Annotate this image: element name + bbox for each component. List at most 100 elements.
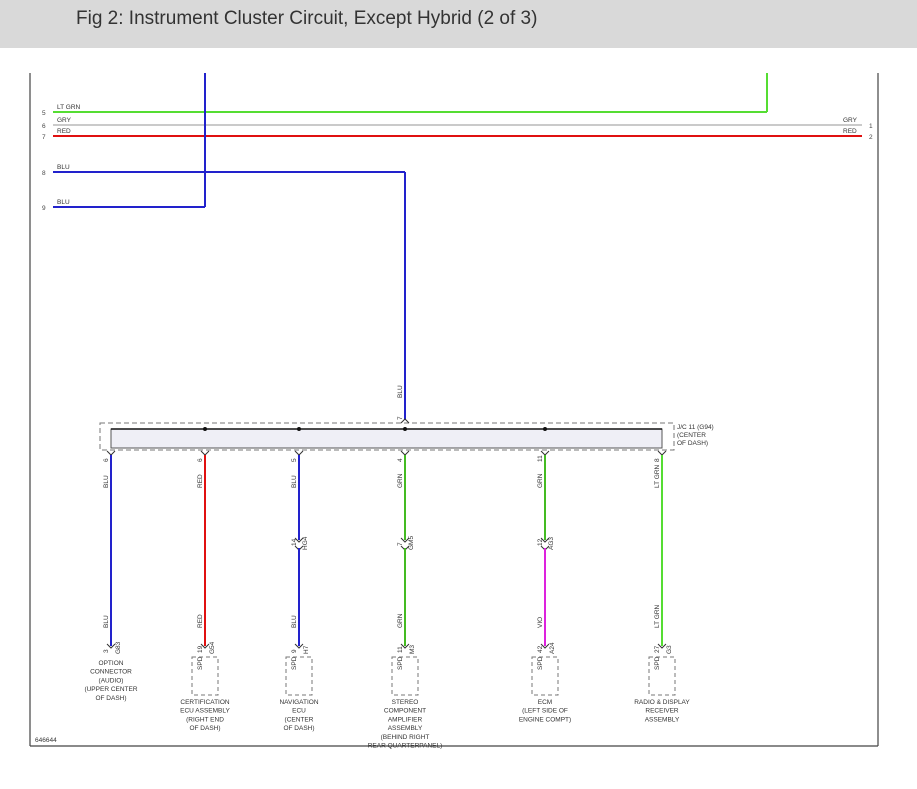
component-label-2-line-1: ECU xyxy=(292,708,306,715)
pin-label-8: 8 xyxy=(42,170,46,177)
junction-terminal-2 xyxy=(294,450,304,456)
component-label-0-line-4: OF DASH) xyxy=(95,695,126,702)
component-label-3-line-1: COMPONENT xyxy=(384,708,426,715)
branch-wire-color-bottom-3: GRN xyxy=(397,613,404,628)
junction-name-line-1: J/C 11 (G94) xyxy=(677,424,714,431)
component-label-4-line-1: (LEFT SIDE OF xyxy=(522,708,568,715)
pin-label-5: 5 xyxy=(42,110,46,117)
junction-pin-label-4: 11 xyxy=(537,455,544,462)
junction-pin-label-3: 4 xyxy=(397,458,404,462)
component-box-5 xyxy=(648,656,676,696)
branch-wire-color-bottom-4: VIO xyxy=(537,617,544,628)
component-label-5-line-2: ASSEMBLY xyxy=(645,716,680,723)
branch-wire-color-top-3: GRN xyxy=(397,473,404,488)
bus-splice-dot-3 xyxy=(403,427,407,431)
inline-connector-id-4: AG3 xyxy=(548,537,555,550)
spd-label-2: SPD xyxy=(291,656,298,670)
inline-pin-label-4: 12 xyxy=(537,538,544,546)
component-terminal-4 xyxy=(540,643,550,649)
spd-label-1: SPD xyxy=(197,656,204,670)
branch-wire-color-top-0: BLU xyxy=(103,475,110,488)
spd-label-5: SPD xyxy=(654,656,661,670)
component-label-1-line-1: ECU ASSEMBLY xyxy=(180,708,230,715)
component-label-3-line-2: AMPLIFIER xyxy=(388,716,423,723)
wire-color-label-red: RED xyxy=(57,128,71,135)
pin-label-9: 9 xyxy=(42,205,46,212)
component-pin-label-0: 3 xyxy=(103,649,110,653)
junction-outline xyxy=(99,422,675,451)
inline-pin-label-3: 7 xyxy=(397,542,404,546)
junction-pin-label-2: 5 xyxy=(291,458,298,462)
junction-terminal-5 xyxy=(657,450,667,456)
wire-color-label-blu-8: BLU xyxy=(57,164,70,171)
component-label-2-line-3: OF DASH) xyxy=(283,725,314,732)
component-label-0-line-0: OPTION xyxy=(99,660,124,667)
junction-name-line-2: (CENTER xyxy=(677,432,706,439)
inline-pin-label-2: 14 xyxy=(291,538,298,546)
junction-name-line-3: OF DASH) xyxy=(677,440,708,447)
inline-connector-top-4 xyxy=(540,537,550,543)
component-terminal-3 xyxy=(400,643,410,649)
component-label-4-line-2: ENGINE COMPT) xyxy=(519,716,571,723)
component-pin-label-2: 9 xyxy=(291,649,298,653)
branch-wire-color-top-1: RED xyxy=(197,474,204,488)
inline-connector-top-2 xyxy=(294,537,304,543)
component-box-4 xyxy=(531,656,559,696)
bus-splice-dot-2 xyxy=(297,427,301,431)
component-box-3 xyxy=(391,656,419,696)
component-connector-id-0: G83 xyxy=(115,641,122,654)
component-pin-label-1: 19 xyxy=(197,645,204,653)
component-label-1-line-2: (RIGHT END xyxy=(186,716,224,723)
component-connector-id-1: G54 xyxy=(209,641,216,654)
component-label-3-line-3: ASSEMBLY xyxy=(388,725,423,732)
branch-wire-color-bottom-1: RED xyxy=(197,614,204,628)
wire-color-label-gry-right: GRY xyxy=(843,117,858,124)
component-label-5-line-1: RECEIVER xyxy=(645,708,679,715)
pin-label-right-1: 1 xyxy=(869,123,873,130)
figure-title: Fig 2: Instrument Cluster Circuit, Excep… xyxy=(76,8,538,29)
junction-input-pin: 7 xyxy=(397,416,404,420)
component-pin-label-5: 27 xyxy=(654,645,661,653)
component-terminal-2 xyxy=(294,643,304,649)
component-label-2-line-0: NAVIGATION xyxy=(279,699,318,706)
inline-connector-id-3: GM5 xyxy=(408,536,415,550)
component-label-3-line-0: STEREO xyxy=(392,699,419,706)
component-connector-id-5: G3 xyxy=(666,645,673,654)
junction-pin-label-1: 6 xyxy=(197,458,204,462)
branch-wire-color-top-2: BLU xyxy=(291,475,298,488)
component-label-1-line-3: OF DASH) xyxy=(189,725,220,732)
bus-splice-dot-1 xyxy=(203,427,207,431)
component-label-0-line-1: CONNECTOR xyxy=(90,669,132,676)
component-label-1-line-0: CERTIFICATION xyxy=(180,699,230,706)
junction-connector-jc11: J/C 11 (G94) (CENTER OF DASH) 7 BLU xyxy=(99,385,714,451)
junction-pin-label-0: 6 xyxy=(103,458,110,462)
spd-label-4: SPD xyxy=(537,656,544,670)
component-terminal-0 xyxy=(106,643,116,649)
branch-wire-color-bottom-2: BLU xyxy=(291,615,298,628)
junction-terminal-3 xyxy=(400,450,410,456)
figure-header-bar: Fig 2: Instrument Cluster Circuit, Excep… xyxy=(0,0,917,48)
component-label-4-line-0: ECM xyxy=(538,699,552,706)
component-terminal-5 xyxy=(657,643,667,649)
pin-label-7: 7 xyxy=(42,134,46,141)
component-label-5-line-0: RADIO & DISPLAY xyxy=(634,699,690,706)
wire-color-label-red-right: RED xyxy=(843,128,857,135)
junction-terminal-0 xyxy=(106,450,116,456)
component-label-3-line-5: REAR QUARTERPANEL) xyxy=(368,743,443,750)
junction-input-color: BLU xyxy=(397,385,404,398)
inline-connector-top-3 xyxy=(400,537,410,543)
top-wire-group: 5 6 7 8 9 1 2 LT GRN GRY RED BLU BLU GRY… xyxy=(42,73,873,420)
component-connector-id-2: H7 xyxy=(303,645,310,654)
junction-pin-label-5: 8 xyxy=(654,458,661,462)
component-pin-label-4: 42 xyxy=(537,645,544,653)
component-terminal-1 xyxy=(200,643,210,649)
branch-wire-color-bottom-0: BLU xyxy=(103,615,110,628)
branch-wire-color-bottom-5: LT GRN xyxy=(654,604,661,628)
inline-connector-id-2: HG4 xyxy=(302,536,309,550)
component-box-1 xyxy=(191,656,219,696)
component-pin-label-3: 11 xyxy=(397,646,404,653)
pin-label-right-2: 2 xyxy=(869,134,873,141)
component-label-2-line-2: (CENTER xyxy=(285,716,314,723)
branch-wire-color-top-5: LT GRN xyxy=(654,464,661,488)
